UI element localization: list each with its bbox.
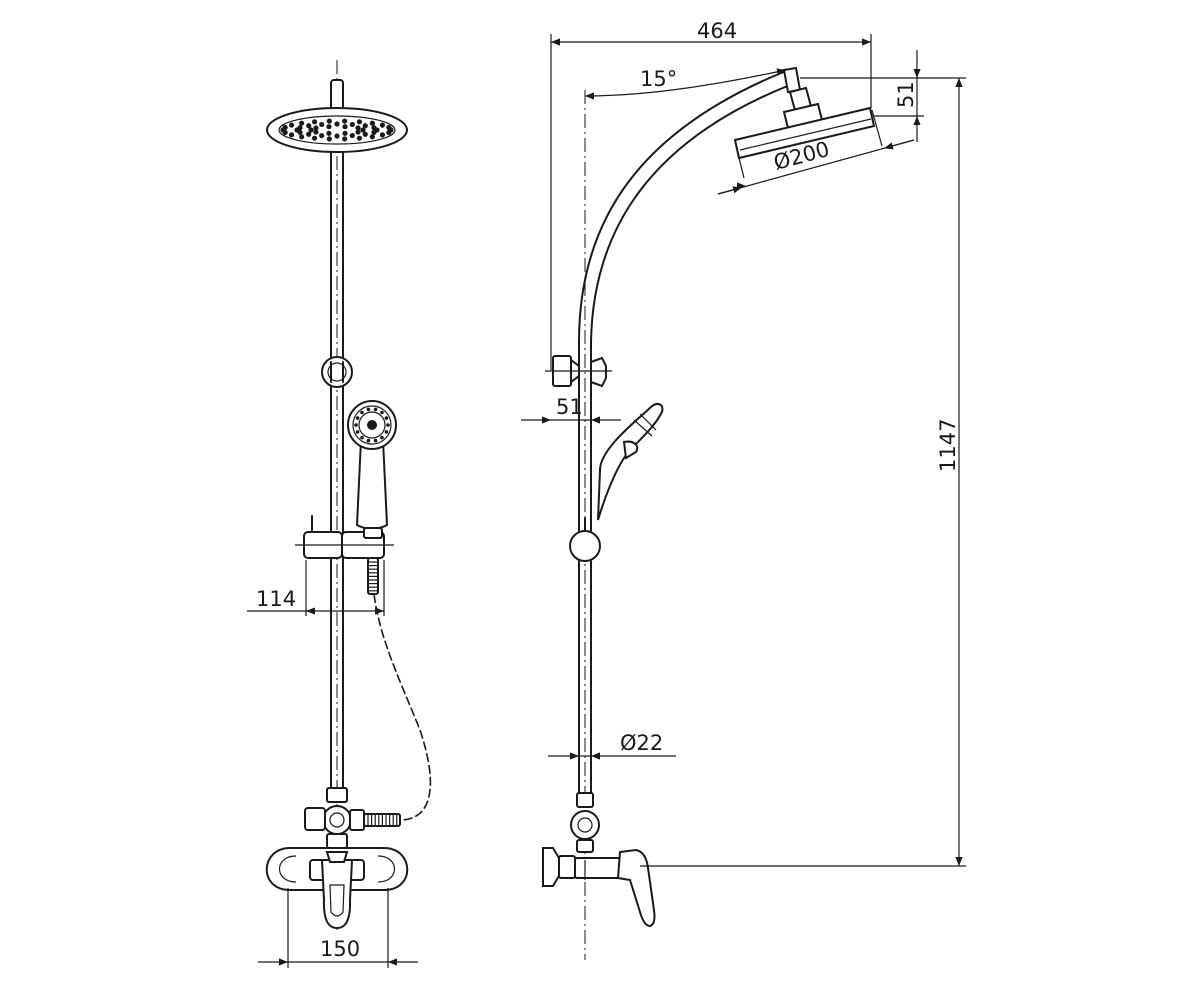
hand-shower-jet: [386, 423, 390, 427]
hand-shower-jet: [384, 416, 389, 420]
dim-label-114: 114: [256, 587, 296, 611]
nozzle: [355, 129, 361, 135]
slider-ball-side: [569, 517, 601, 562]
nozzle: [379, 122, 386, 128]
nozzle: [288, 122, 295, 128]
hose-connector-top: [367, 557, 379, 595]
hand-shower-jet: [380, 410, 384, 415]
hand-shower-jet: [360, 410, 364, 415]
nozzle: [319, 132, 325, 139]
side-view: 464 15° 51 Ø200: [521, 19, 966, 960]
nozzle: [360, 127, 366, 133]
nozzle: [355, 125, 361, 131]
nozzle: [311, 119, 318, 125]
hand-shower-jet: [380, 435, 384, 440]
dim-label-150: 150: [320, 937, 360, 961]
nozzle: [299, 120, 305, 126]
hose: [373, 593, 432, 821]
nozzle: [282, 124, 288, 131]
hand-shower-jet: [355, 416, 360, 420]
dim-handheld-offset: 114: [247, 560, 385, 616]
nozzle: [288, 132, 295, 138]
hand-shower-front: [347, 400, 397, 530]
nozzle: [326, 130, 332, 136]
nozzle: [342, 136, 348, 142]
nozzle: [311, 135, 318, 141]
dim-label-1147: 1147: [936, 419, 960, 472]
nozzle: [306, 123, 312, 129]
nozzle: [349, 132, 355, 139]
nozzle: [313, 129, 319, 135]
nozzle: [356, 119, 363, 125]
nozzle: [306, 131, 312, 137]
nozzle: [326, 118, 332, 124]
nozzle: [369, 120, 375, 126]
dim-tilt-angle: 15°: [584, 67, 787, 100]
mixer-side: [542, 847, 656, 928]
upper-holder-side: [545, 355, 612, 388]
hand-shower-jet: [366, 438, 371, 443]
nozzle: [308, 127, 314, 133]
nozzle: [356, 135, 363, 141]
nozzle: [342, 124, 348, 130]
head-swivel: [782, 66, 824, 130]
nozzle: [386, 129, 392, 136]
nozzle: [362, 123, 368, 129]
dim-label-51-rail: 51: [556, 395, 583, 419]
dim-rail-offset: 51: [521, 372, 621, 426]
front-view: 114 150: [247, 60, 432, 968]
nozzle: [334, 133, 340, 139]
hand-shower-jet: [354, 423, 358, 427]
nozzle: [362, 131, 368, 137]
nozzle: [297, 125, 303, 131]
nozzle: [319, 121, 325, 128]
nozzle: [299, 134, 305, 140]
nozzle: [379, 132, 386, 138]
hand-shower-jet: [366, 407, 371, 412]
dim-label-22: Ø22: [620, 731, 663, 755]
nozzle-pattern: [280, 118, 394, 142]
hand-shower-jet: [355, 430, 360, 434]
nozzle: [349, 121, 355, 128]
hand-shower-jet: [373, 438, 378, 443]
nozzle: [342, 130, 348, 136]
dim-total-height: 1147: [640, 78, 966, 867]
nozzle: [334, 121, 340, 127]
nozzle: [371, 129, 377, 135]
mixer-body-front: [265, 847, 409, 930]
hand-shower-jet: [360, 435, 364, 440]
upper-pipe-holder: [321, 356, 353, 388]
nozzle: [369, 134, 375, 140]
dim-label-51-top: 51: [894, 81, 918, 108]
nozzle: [386, 124, 392, 131]
nozzle: [326, 136, 332, 142]
dim-inlet-spacing: 150: [258, 888, 418, 968]
riser-top-cap: [330, 79, 344, 111]
diverter-valve: [304, 787, 401, 849]
slider-block: [295, 515, 394, 559]
arm-inner-curve: [590, 84, 791, 343]
dim-head-height: 51: [800, 50, 966, 142]
hand-shower-jets: [354, 407, 390, 443]
nozzle: [326, 124, 332, 130]
hand-shower-jet: [384, 430, 389, 434]
dim-total-width: 464: [550, 19, 872, 370]
valve-side: [570, 792, 600, 853]
arm-outer-curve: [578, 70, 787, 343]
dim-label-464: 464: [697, 19, 737, 43]
nozzle: [371, 125, 377, 131]
hand-shower-jet: [373, 407, 378, 412]
rain-head-front: [266, 107, 408, 153]
nozzle: [313, 125, 319, 131]
dim-pipe-diameter: Ø22: [548, 731, 676, 760]
dim-label-15: 15°: [640, 67, 677, 91]
hand-shower-side: [597, 403, 664, 521]
nozzle: [342, 118, 348, 124]
